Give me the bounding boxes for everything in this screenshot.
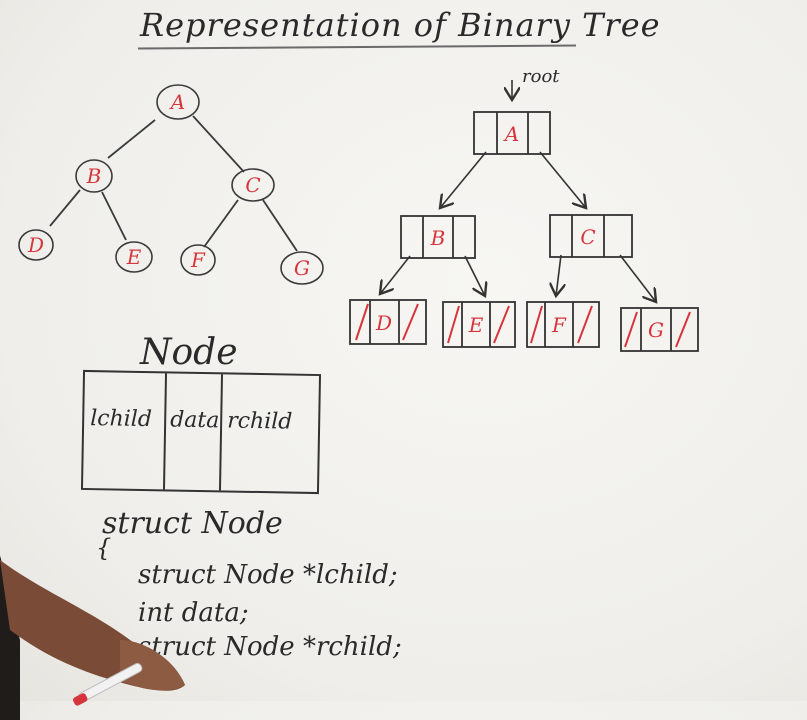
- linked-node-g: [620, 307, 699, 352]
- linked-node-f: [526, 301, 600, 348]
- linked-node-d: [349, 299, 427, 345]
- linked-node-b-label: B: [430, 226, 446, 250]
- arrow-a-c: [539, 151, 586, 208]
- tree-node-a-label: A: [169, 90, 185, 114]
- linked-node-b: [400, 215, 476, 259]
- tree-node-c: [231, 168, 275, 202]
- edge-c-g: [262, 199, 298, 252]
- code-line-struct: struct Node: [102, 506, 283, 541]
- linked-nodes: [349, 111, 699, 352]
- linked-node-c: [549, 214, 633, 258]
- tree-edges: [49, 115, 298, 252]
- tree-node-g-label: G: [294, 256, 310, 280]
- linked-node-g-label: G: [648, 318, 664, 342]
- tree-nodes: [18, 84, 324, 285]
- page-title: Representation of Binary Tree: [140, 6, 661, 44]
- linked-edges: [380, 151, 656, 302]
- tree-node-f: [180, 244, 216, 276]
- linked-node-e-label: E: [468, 313, 484, 337]
- edge-b-d: [49, 189, 81, 227]
- tree-diagrams: A B C D E F G root: [18, 66, 699, 352]
- code-line-lchild: struct Node *lchild;: [138, 560, 398, 590]
- node-field-lchild: lchild: [89, 406, 153, 433]
- root-label: root: [522, 66, 560, 87]
- edge-a-b: [107, 119, 156, 159]
- node-struct-box: lchild data rchild: [80, 369, 322, 495]
- arrow-a-b: [440, 151, 487, 208]
- tree-node-b-label: B: [86, 164, 102, 188]
- edge-a-c: [192, 115, 245, 173]
- tree-node-e-label: E: [126, 245, 142, 269]
- arrow-b-e: [464, 255, 485, 296]
- node-field-data: data: [169, 407, 220, 434]
- linked-node-f-label: F: [551, 313, 567, 337]
- linked-node-e: [442, 301, 516, 348]
- tree-node-d: [18, 229, 54, 261]
- code-line-data: int data;: [138, 598, 249, 628]
- linked-node-c-label: C: [580, 225, 595, 249]
- arrow-c-f: [556, 254, 561, 296]
- null-pointers: [355, 303, 691, 348]
- tree-node-c-label: C: [245, 173, 260, 197]
- node-heading: Node: [140, 332, 238, 373]
- linked-node-a: [473, 111, 551, 155]
- tree-node-g: [280, 251, 324, 285]
- tree-node-e: [115, 241, 153, 273]
- tree-node-a: [156, 84, 200, 120]
- arrow-c-g: [619, 254, 656, 302]
- linked-node-d-label: D: [375, 311, 392, 335]
- arrow-b-d: [380, 255, 411, 294]
- code-line-rchild: struct Node *rchild;: [138, 632, 402, 662]
- presenter-hand: [0, 555, 185, 720]
- tree-node-d-label: D: [27, 233, 44, 257]
- tree-node-f-label: F: [190, 248, 206, 272]
- tree-node-b: [75, 159, 113, 193]
- code-line-brace: {: [96, 534, 112, 562]
- edge-b-e: [101, 191, 127, 241]
- presenter-sleeve: [0, 555, 20, 720]
- edge-c-f: [203, 199, 239, 248]
- linked-node-a-label: A: [503, 122, 519, 146]
- presenter-fingers: [120, 640, 185, 691]
- node-field-rchild: rchild: [226, 408, 293, 435]
